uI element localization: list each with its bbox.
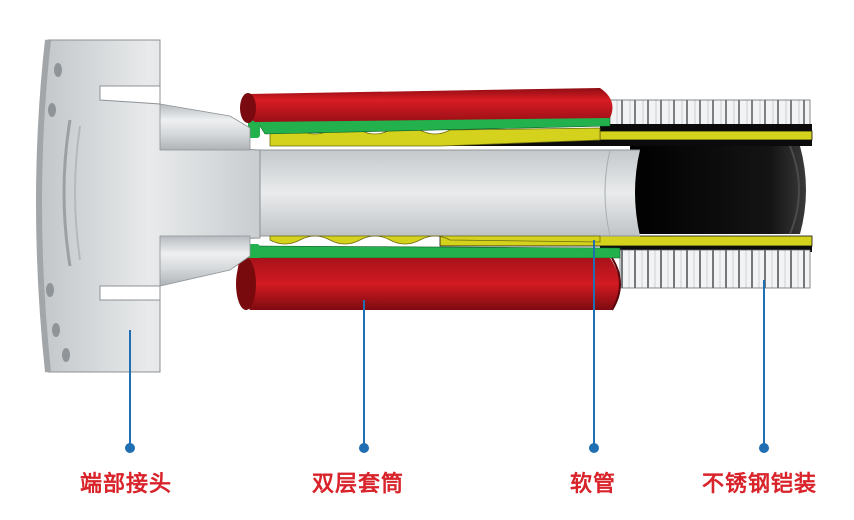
label-stainless-armor: 不锈钢铠装 — [702, 472, 818, 497]
label-double-sleeve: 双层套筒 — [312, 472, 405, 497]
label-end-fitting: 端部接头 — [80, 472, 173, 497]
leader-dot-double-sleeve — [359, 443, 369, 453]
leader-lines — [125, 240, 769, 453]
leader-dot-stainless-armor — [759, 443, 769, 453]
leader-dot-hose — [589, 443, 599, 453]
leader-dot-end-fitting — [125, 443, 135, 453]
label-hose: 软管 — [570, 472, 617, 497]
